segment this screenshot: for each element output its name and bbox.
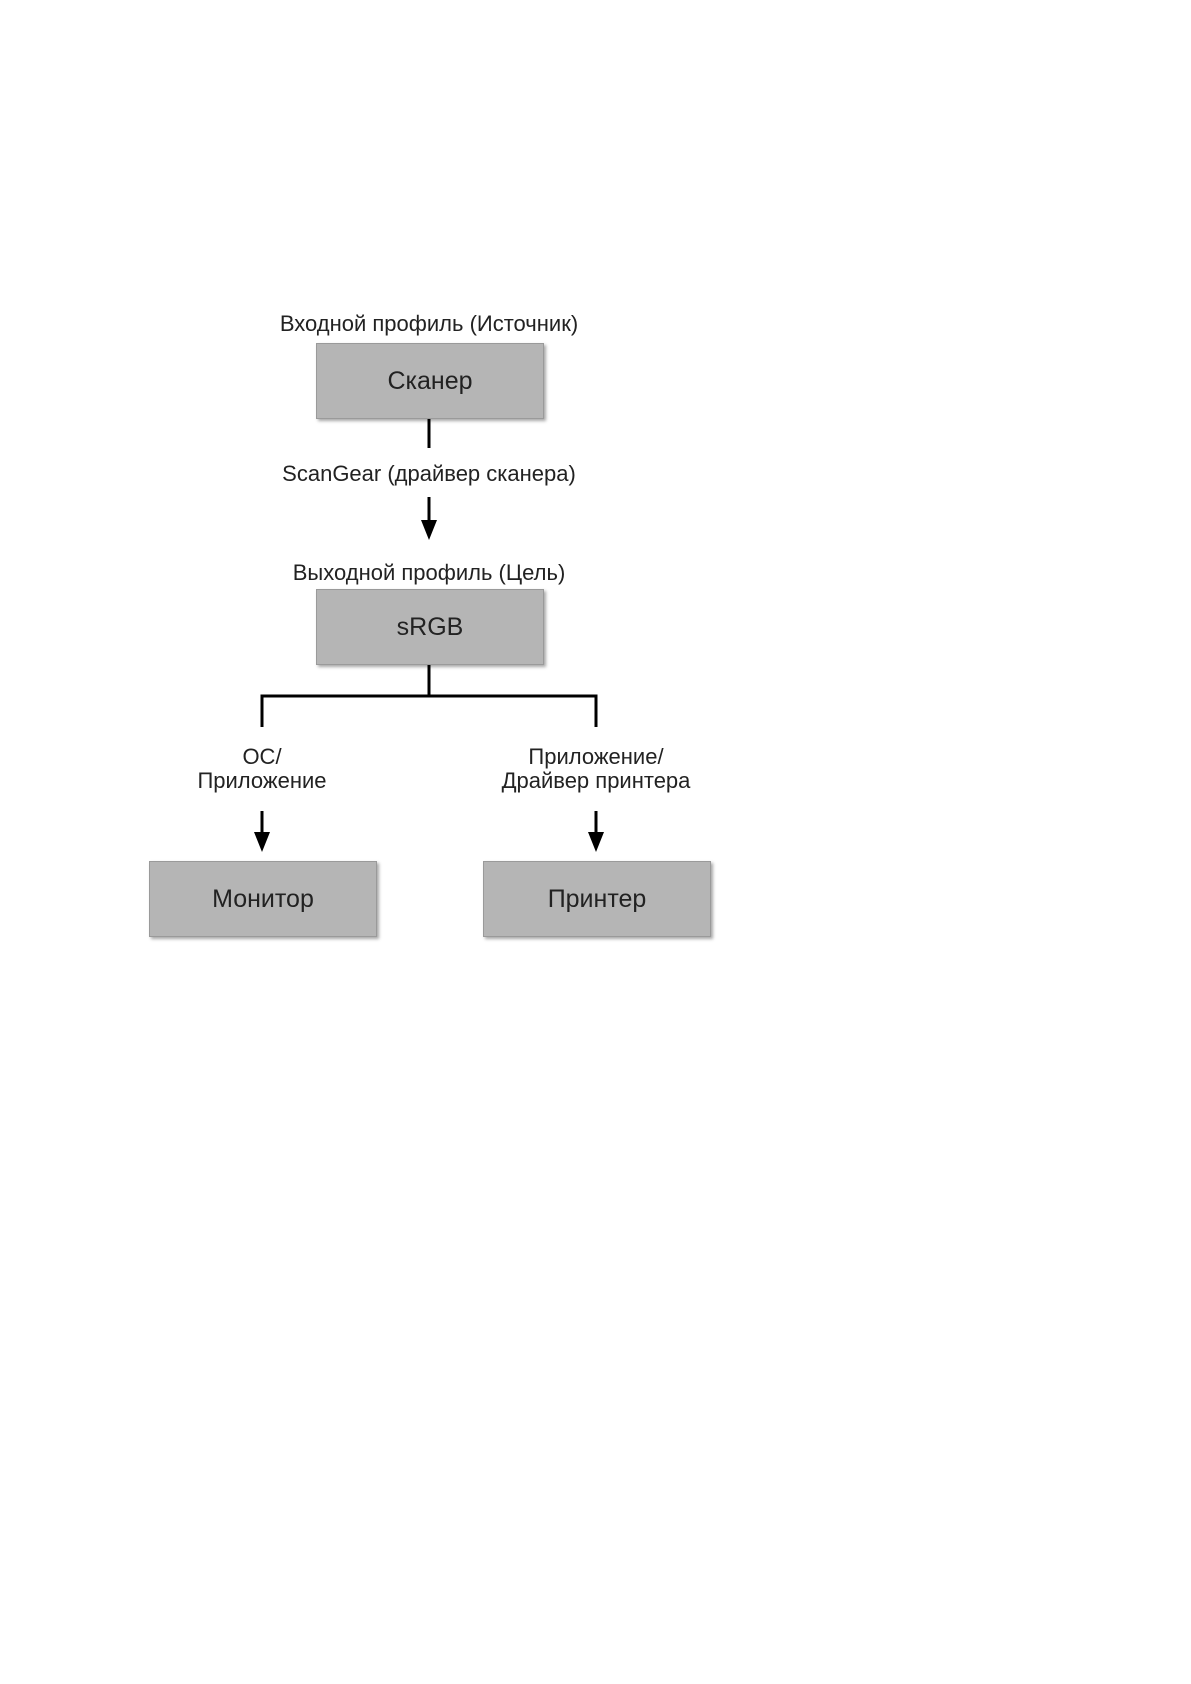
- left-branch-label-line2: Приложение: [197, 768, 327, 793]
- branch-split-line: [260, 694, 598, 727]
- output-profile-label: Выходной профиль (Цель): [292, 560, 566, 585]
- monitor-box: Монитор: [149, 861, 377, 937]
- driver-label: ScanGear (драйвер сканера): [282, 461, 576, 486]
- right-arrowhead: [588, 832, 604, 852]
- scanner-box: Сканер: [316, 343, 544, 419]
- left-arrowhead: [254, 832, 270, 852]
- left-branch-label-line1: ОС/: [242, 744, 282, 769]
- srgb-box: sRGB: [316, 589, 544, 665]
- right-branch-label-line1: Приложение/: [528, 744, 664, 769]
- right-branch-label-line2: Драйвер принтера: [501, 768, 691, 793]
- input-profile-label: Входной профиль (Источник): [279, 311, 579, 336]
- driver-arrowhead: [421, 520, 437, 540]
- printer-box: Принтер: [483, 861, 711, 937]
